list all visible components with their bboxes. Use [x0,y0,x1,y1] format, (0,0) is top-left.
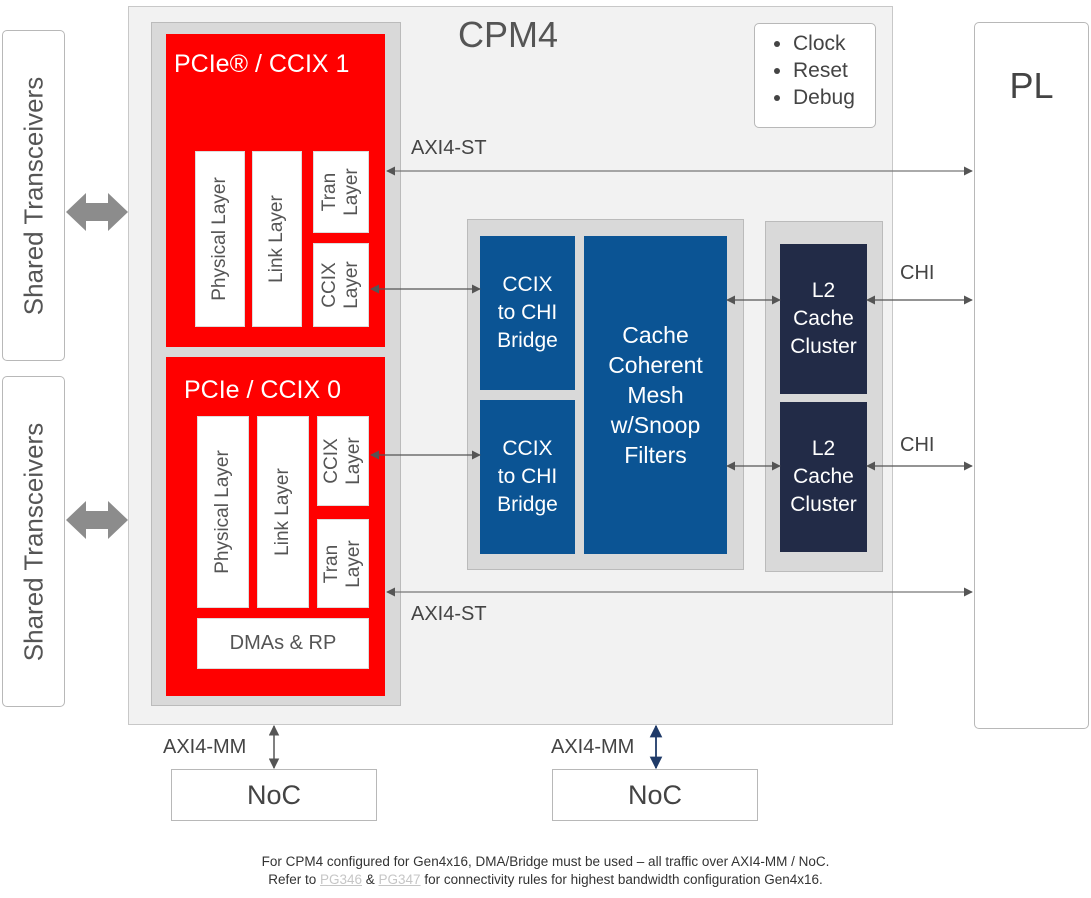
l2-cache-cluster-bottom: L2 Cache Cluster [780,402,867,552]
cache-coherent-mesh: Cache Coherent Mesh w/Snoop Filters [584,236,727,554]
footnote-line2: Refer to PG346 & PG347 for connectivity … [0,871,1091,889]
mesh-line2: Coherent [608,352,703,378]
pg347-link[interactable]: PG347 [378,872,421,887]
footnote-line1: For CPM4 configured for Gen4x16, DMA/Bri… [261,854,830,869]
l2-bottom-line2: Cache [793,465,854,488]
footnote-line2-prefix: Refer to [268,872,320,887]
footnote-line2-suffix: for connectivity rules for highest bandw… [420,872,823,887]
misc-list: Clock Reset Debug [755,30,875,111]
l2-cache-cluster-top: L2 Cache Cluster [780,244,867,394]
l2-top-line2: Cache [793,307,854,330]
mesh-line5: Filters [624,442,687,468]
pcie1-ccix-layer: CCIX Layer [313,243,369,327]
pl-title: PL [1009,65,1054,106]
noc-right: NoC [552,769,758,821]
bridge-top-line2: to CHI [497,301,558,324]
ccix-chi-bridge-top-label: CCIX to CHI Bridge [497,271,558,355]
pg346-link[interactable]: PG346 [319,872,363,887]
l2-bottom-label: L2 Cache Cluster [790,435,857,519]
footnote-line2-mid: & [362,872,379,887]
shared-transceivers-bottom: Shared Transceivers [2,376,65,707]
l2-top-line3: Cluster [790,335,857,358]
bridge-top-line1: CCIX [502,273,553,296]
pcie0-link-layer: Link Layer [257,416,309,608]
l2-bottom-line1: L2 [811,437,836,460]
dmas-rp-block: DMAs & RP [197,618,369,669]
pcie0-ccix-layer: CCIX Layer [317,416,369,506]
ccix-chi-bridge-bottom: CCIX to CHI Bridge [480,400,575,554]
pcie1-physical-layer: Physical Layer [195,151,245,327]
pcie1-link-layer: Link Layer [252,151,302,327]
misc-item-debug: Debug [793,84,875,111]
chi-bottom-label: CHI [900,434,935,456]
axi4-mm-right-label: AXI4-MM [551,736,635,758]
pl-block: PL [974,22,1089,729]
noc-right-label: NoC [627,779,682,810]
mesh-line1: Cache [622,322,689,348]
misc-item-clock: Clock [793,30,875,57]
axi4-st-bottom-label: AXI4-ST [411,603,487,625]
ccix-chi-bridge-top: CCIX to CHI Bridge [480,236,575,390]
clock-reset-debug-box: Clock Reset Debug [754,23,876,128]
pcie-ccix-1-title: PCIe® / CCIX 1 [174,50,350,78]
ccix-chi-bridge-bottom-label: CCIX to CHI Bridge [497,435,558,519]
pcie-ccix-0-title: PCIe / CCIX 0 [184,376,341,404]
pcie0-tran-layer: Tran Layer [317,519,369,608]
shared-transceivers-top: Shared Transceivers [2,30,65,361]
chi-top-label: CHI [900,262,935,284]
l2-bottom-line3: Cluster [790,493,857,516]
l2-top-label: L2 Cache Cluster [790,277,857,361]
l2-top-line1: L2 [811,279,836,302]
cpm4-title: CPM4 [458,14,559,55]
bridge-bottom-line1: CCIX [502,437,553,460]
cache-coherent-mesh-label: Cache Coherent Mesh w/Snoop Filters [608,320,703,470]
axi4-mm-left-label: AXI4-MM [163,736,247,758]
bridge-bottom-line3: Bridge [497,493,558,516]
dmas-rp-label: DMAs & RP [229,632,337,654]
transceiver-arrow-top [66,193,128,231]
bridge-top-line3: Bridge [497,329,558,352]
misc-item-reset: Reset [793,57,875,84]
bridge-bottom-line2: to CHI [497,465,558,488]
noc-left-label: NoC [246,779,301,810]
pcie1-tran-layer: Tran Layer [313,151,369,233]
transceiver-arrow-bottom [66,501,128,539]
axi4-st-top-label: AXI4-ST [411,137,487,159]
footnote: For CPM4 configured for Gen4x16, DMA/Bri… [0,853,1091,889]
mesh-line4: w/Snoop [610,412,701,438]
noc-left: NoC [171,769,377,821]
pcie0-physical-layer: Physical Layer [197,416,249,608]
mesh-line3: Mesh [627,382,684,408]
